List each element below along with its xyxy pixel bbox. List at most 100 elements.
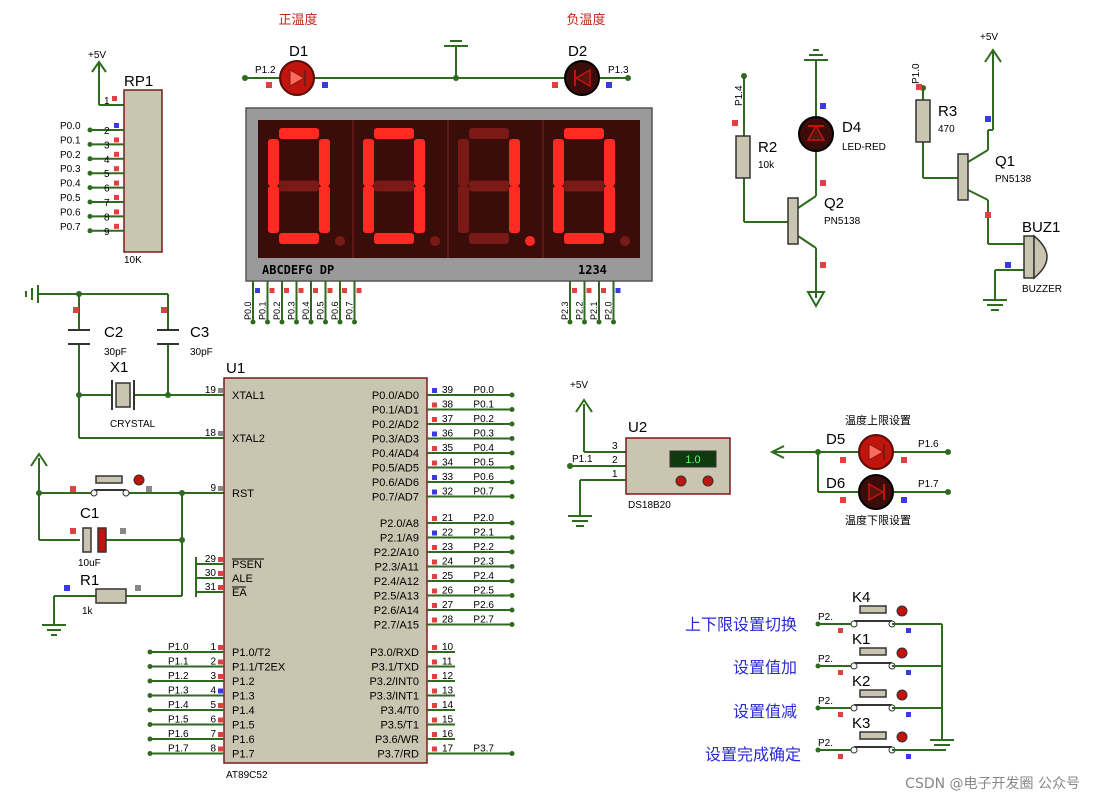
segment-d xyxy=(279,233,319,244)
u1-pin-number: 3 xyxy=(210,671,216,682)
pin-marker xyxy=(906,754,911,759)
u1-pin-name: P2.1/A9 xyxy=(380,533,419,545)
pin-marker xyxy=(432,446,437,451)
u1-pin-number: 24 xyxy=(442,557,454,568)
d1-led[interactable] xyxy=(279,60,315,96)
pin-marker xyxy=(73,307,79,313)
q1-transistor[interactable] xyxy=(957,153,969,201)
u1-p0-net: P0.1 xyxy=(473,400,494,411)
pin-marker xyxy=(114,151,119,157)
key-cap xyxy=(859,647,887,656)
r1-resistor[interactable] xyxy=(95,588,127,604)
key-net-label: P2. xyxy=(818,738,833,749)
u1-pin-name: P2.0/A8 xyxy=(380,518,419,530)
rp1-vcc-label: +5V xyxy=(88,50,106,61)
pin-marker xyxy=(432,732,437,737)
pin-marker xyxy=(218,659,223,665)
u1-pin-name: XTAL2 xyxy=(232,433,265,445)
r3-resistor[interactable] xyxy=(915,99,931,143)
rp1-label: RP1 xyxy=(124,73,153,90)
junction-dot xyxy=(87,213,93,219)
pin-marker xyxy=(840,497,846,503)
segment-d xyxy=(564,233,604,244)
segment-c xyxy=(509,186,520,233)
u1-pin-name: P3.3/INT1 xyxy=(369,691,419,703)
pin-marker xyxy=(218,732,223,737)
d5-led[interactable] xyxy=(858,434,894,470)
buzzer[interactable] xyxy=(1023,234,1048,280)
rp1-body[interactable] xyxy=(123,89,163,253)
rp1-net-label: P0.5 xyxy=(60,193,81,204)
pin-marker xyxy=(432,475,437,480)
q2-transistor[interactable] xyxy=(787,197,799,245)
d6-led[interactable] xyxy=(858,474,894,510)
k2-key[interactable]: P2.K2 xyxy=(815,673,943,717)
r1-label: R1 xyxy=(80,572,99,589)
pin-marker xyxy=(432,460,437,466)
pin-marker xyxy=(255,288,260,293)
junction-dot xyxy=(294,319,299,325)
junction-dot xyxy=(509,520,515,526)
junction-dot xyxy=(567,319,573,325)
pin-marker xyxy=(218,557,223,562)
u1-pin-name: P1.0/T2 xyxy=(232,647,271,659)
u1-p1-net: P1.2 xyxy=(168,671,189,682)
u2-up-button[interactable] xyxy=(702,475,714,487)
u2-pin-number: 3 xyxy=(612,441,618,452)
r2-resistor[interactable] xyxy=(735,135,751,179)
q1-label: Q1 xyxy=(995,153,1015,170)
key-decrease-label: 设置值减 xyxy=(733,702,797,721)
u1-pin-name: P0.0/AD0 xyxy=(372,390,419,402)
k3-key[interactable]: P2.K3 xyxy=(815,715,943,759)
pin-marker xyxy=(985,116,991,122)
q1-circuit-wires xyxy=(922,48,1024,311)
digit-3 xyxy=(458,128,535,246)
d1-d2-network xyxy=(245,40,628,79)
junction-dot xyxy=(147,664,153,669)
digit-pin-label: P2.3 xyxy=(560,301,570,320)
pin-marker xyxy=(432,703,437,708)
d1-label: D1 xyxy=(289,43,308,60)
d2-net-label: P1.3 xyxy=(608,65,629,76)
r2-label: R2 xyxy=(758,139,777,156)
pin-marker xyxy=(820,103,826,109)
segment-dp xyxy=(620,236,630,246)
pin-marker xyxy=(838,670,843,675)
junction-dot xyxy=(509,549,515,555)
negative-temp-label: 负温度 xyxy=(566,12,605,28)
rp1-net-label: P0.2 xyxy=(60,150,81,161)
u1-p1-net: P1.1 xyxy=(168,657,189,668)
reset-button[interactable] xyxy=(90,474,145,497)
x1-crystal[interactable] xyxy=(111,380,135,410)
u1-p0-net: P0.2 xyxy=(473,414,494,425)
pin-marker xyxy=(820,262,826,268)
pin-marker xyxy=(732,120,738,126)
d4-type: LED-RED xyxy=(842,142,886,153)
u1-pin-number: 35 xyxy=(442,443,454,454)
segment-d xyxy=(374,233,414,244)
pin-marker xyxy=(218,717,223,723)
junction-dot xyxy=(265,319,270,325)
k4-key[interactable]: P2.K4 xyxy=(815,589,943,633)
k1-key[interactable]: P2.K1 xyxy=(815,631,943,675)
pin-marker xyxy=(432,559,437,565)
upper-limit-label: 温度上限设置 xyxy=(845,413,911,427)
u2-down-button[interactable] xyxy=(675,475,687,487)
junction-dot xyxy=(815,663,821,669)
d4-led[interactable] xyxy=(798,116,834,152)
c2-value: 30pF xyxy=(104,347,127,358)
c1-capacitor[interactable] xyxy=(82,527,107,553)
u1-p0-net: P0.6 xyxy=(473,472,494,483)
u1-body[interactable] xyxy=(223,377,428,764)
key-terminal xyxy=(850,704,858,712)
segment-dp xyxy=(335,236,345,246)
d2-led[interactable] xyxy=(564,60,600,96)
segment-c xyxy=(319,186,330,233)
junction-dot xyxy=(509,607,515,613)
u1-p2-net: P2.7 xyxy=(473,615,494,626)
pin-marker xyxy=(114,195,119,200)
r3-label: R3 xyxy=(938,103,957,120)
r3-net-label: P1.0 xyxy=(911,63,922,84)
segment-b xyxy=(319,139,330,186)
pin-marker xyxy=(432,645,437,650)
